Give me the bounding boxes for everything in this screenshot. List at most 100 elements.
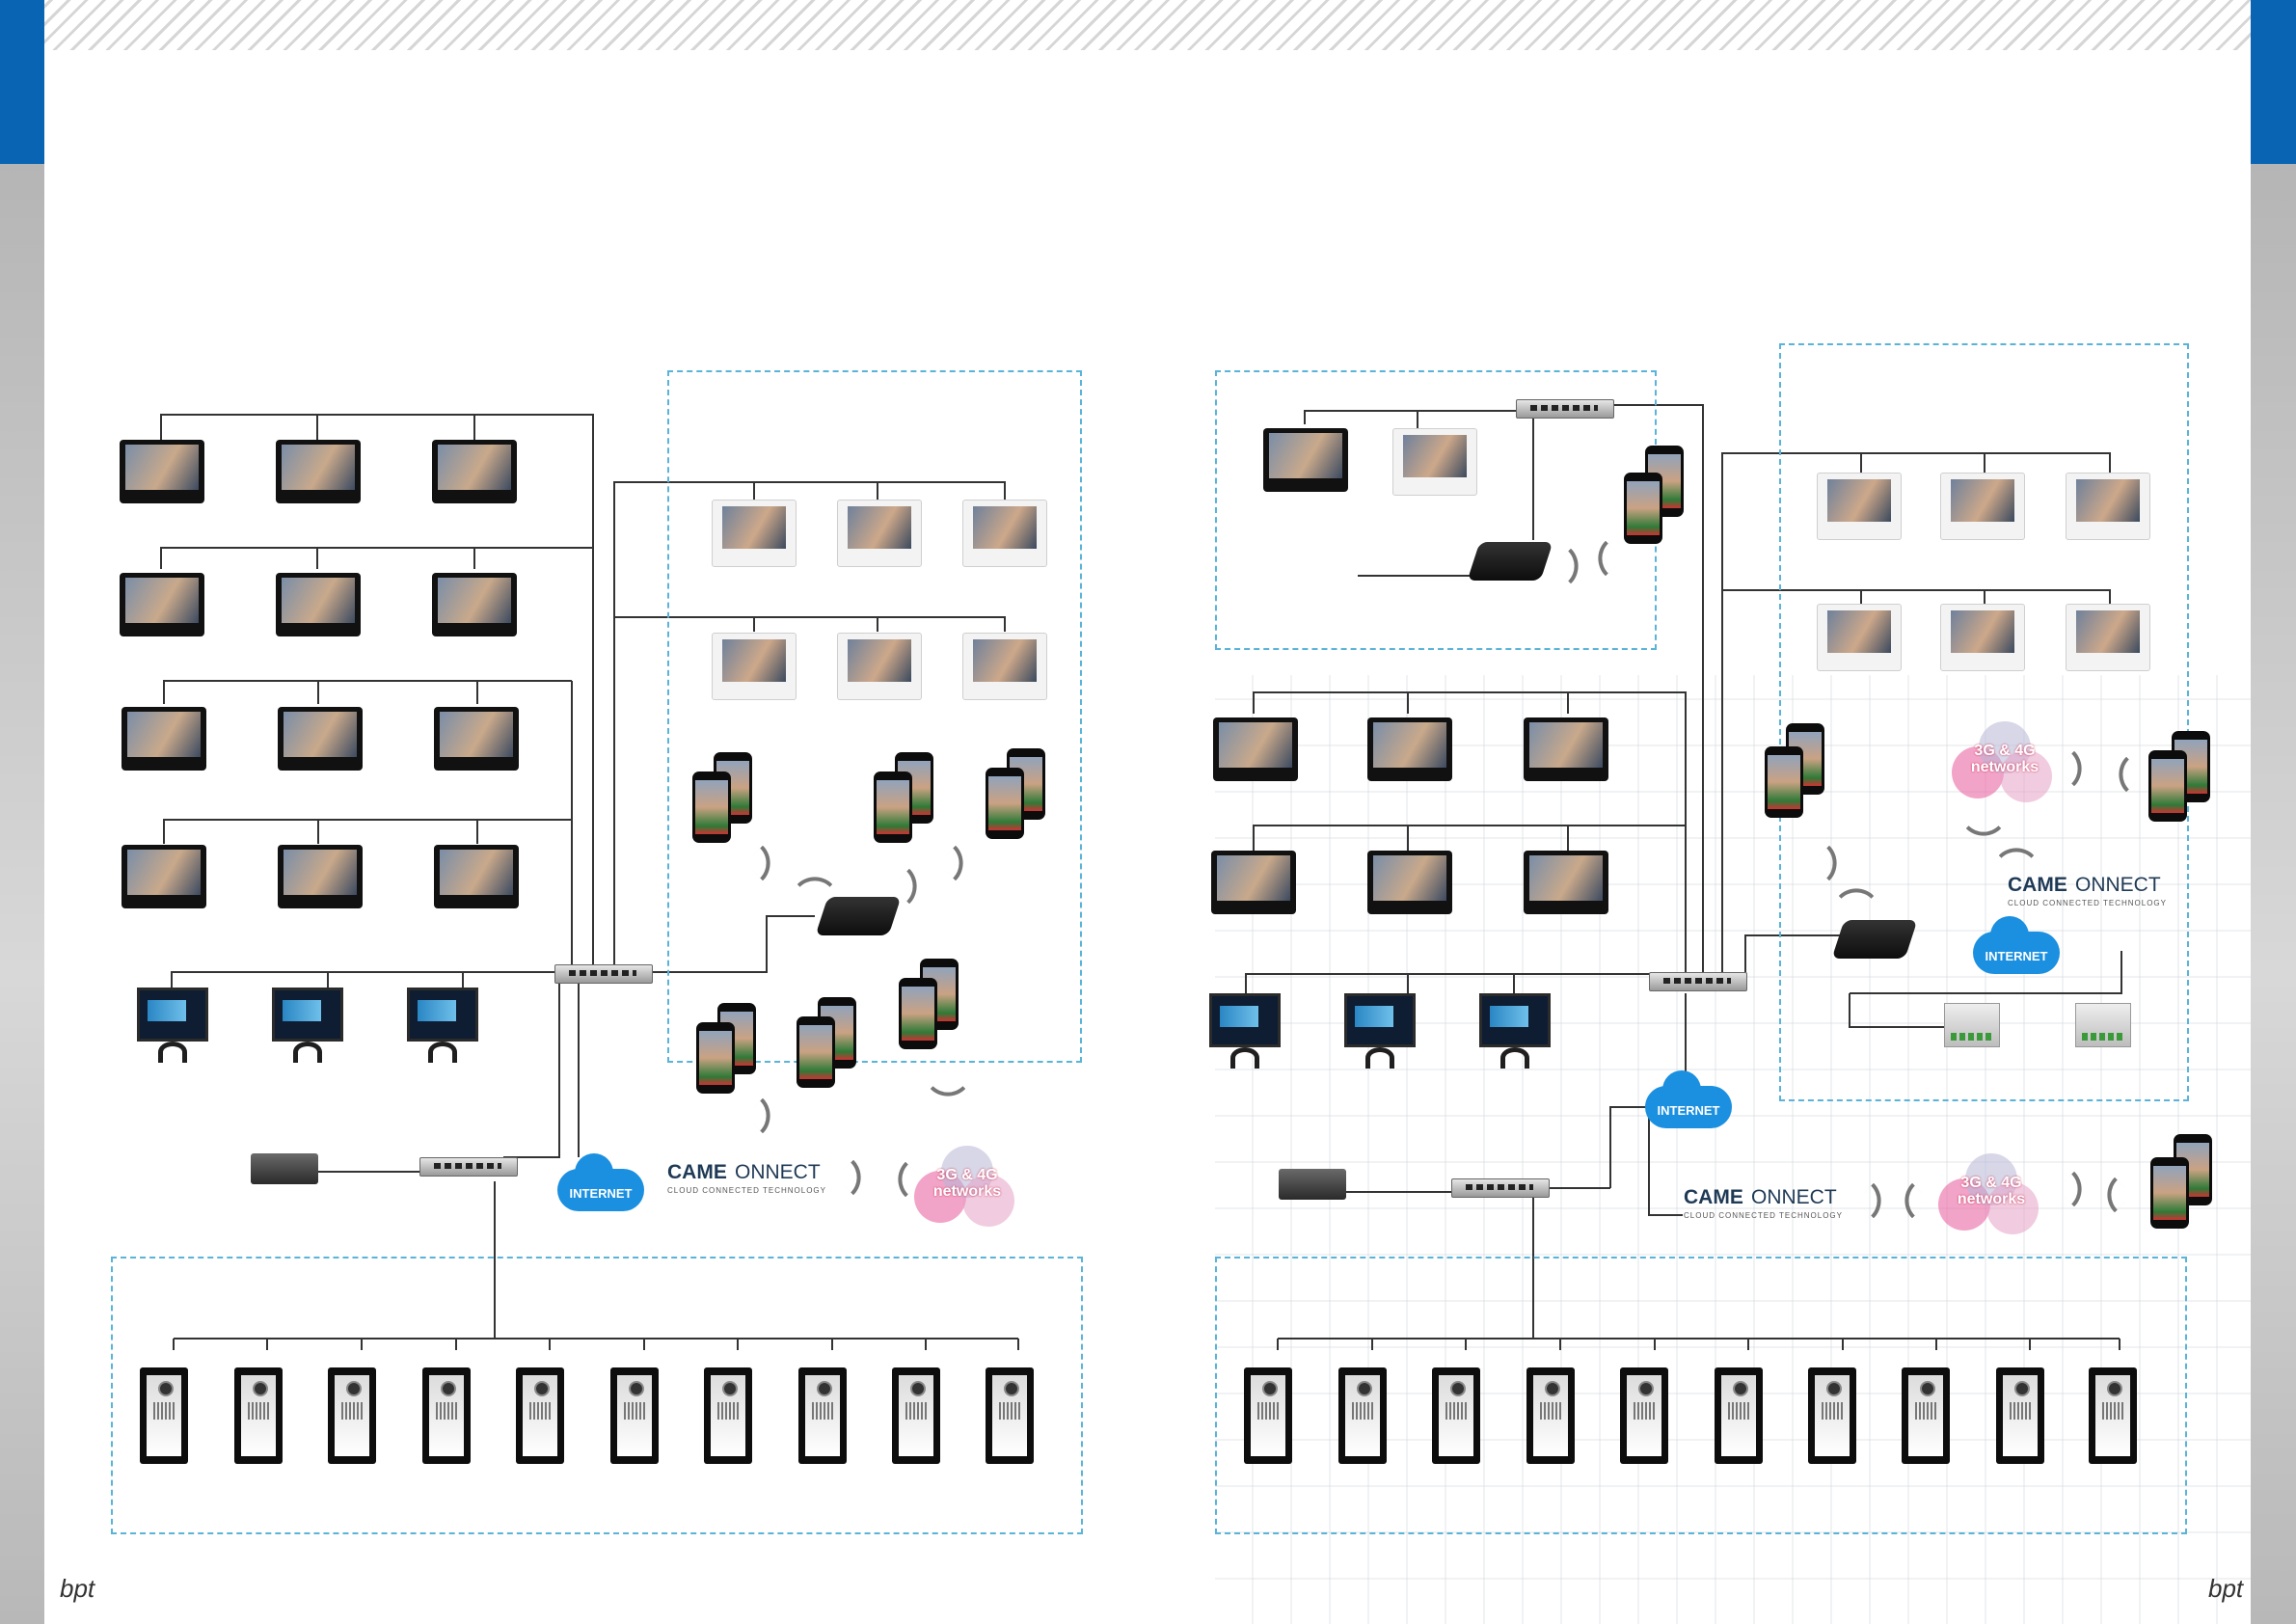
video-monitor-white	[1940, 473, 2025, 540]
door-entry-panel	[1244, 1367, 1292, 1464]
pc-workstation	[1475, 993, 1554, 1070]
video-monitor-white	[712, 500, 797, 567]
door-entry-panel	[1432, 1367, 1480, 1464]
bpt-logo-left: bpt	[60, 1574, 95, 1603]
left-blue-tab	[0, 0, 44, 164]
video-monitor-white	[837, 500, 922, 567]
smartphone	[986, 768, 1024, 839]
door-entry-panel	[140, 1367, 188, 1464]
door-entry-panel	[1996, 1367, 2044, 1464]
door-entry-panel	[892, 1367, 940, 1464]
video-monitor-black	[432, 573, 517, 636]
din-rail-module	[1944, 1003, 2000, 1047]
pc-workstation	[1205, 993, 1284, 1070]
video-monitor-black	[434, 707, 519, 771]
door-entry-panel	[1338, 1367, 1387, 1464]
mobile-network-badge: 3G & 4G networks	[1938, 1153, 2044, 1240]
door-entry-panel	[422, 1367, 471, 1464]
mobile-network-badge: 3G & 4G networks	[914, 1146, 1020, 1232]
smartphone	[2148, 750, 2187, 822]
pc-workstation	[1340, 993, 1419, 1070]
video-monitor-black	[1367, 717, 1452, 781]
internet-cloud: INTERNET	[1973, 916, 2060, 974]
door-entry-panel	[234, 1367, 283, 1464]
door-entry-panel	[798, 1367, 847, 1464]
network-switch	[419, 1157, 518, 1177]
door-entry-panel	[1715, 1367, 1763, 1464]
door-entry-panel	[1902, 1367, 1950, 1464]
video-monitor-white	[962, 633, 1047, 700]
internet-cloud: INTERNET	[1645, 1070, 1732, 1128]
door-entry-panel	[1526, 1367, 1575, 1464]
pc-workstation	[268, 988, 347, 1065]
video-monitor-white	[1817, 604, 1902, 671]
smartphone	[899, 978, 937, 1049]
door-entry-panel	[2089, 1367, 2137, 1464]
pc-workstation	[133, 988, 212, 1065]
video-monitor-black	[1263, 428, 1348, 492]
wifi-router	[1831, 920, 1918, 959]
video-monitor-black	[434, 845, 519, 908]
network-switch	[1516, 399, 1614, 419]
pc-workstation	[403, 988, 482, 1065]
left-page-edge	[0, 0, 44, 1624]
video-monitor-black	[278, 845, 363, 908]
entrance-zone-left	[111, 1257, 1083, 1534]
video-monitor-black	[276, 440, 361, 503]
video-monitor-white	[1940, 604, 2025, 671]
right-blue-tab	[2251, 0, 2296, 164]
video-recorder	[1279, 1169, 1346, 1200]
door-entry-panel	[986, 1367, 1034, 1464]
smartphone	[874, 771, 912, 843]
smartphone	[2150, 1157, 2189, 1229]
smartphone	[1624, 473, 1662, 544]
video-recorder	[251, 1153, 318, 1184]
video-monitor-black	[122, 707, 206, 771]
smartphone	[696, 1022, 735, 1094]
door-entry-panel	[1808, 1367, 1856, 1464]
apartment-zone-left	[667, 370, 1082, 1063]
smartphone	[797, 1016, 835, 1088]
video-monitor-white	[837, 633, 922, 700]
din-rail-module	[2075, 1003, 2131, 1047]
smartphone	[692, 771, 731, 843]
header-pattern	[0, 0, 2296, 50]
door-entry-panel	[704, 1367, 752, 1464]
network-switch	[554, 964, 653, 984]
smartphone	[1765, 746, 1803, 818]
video-monitor-black	[1211, 851, 1296, 914]
bpt-logo-right: bpt	[2208, 1574, 2244, 1603]
wifi-router	[1467, 542, 1553, 581]
network-switch	[1451, 1178, 1550, 1198]
video-monitor-black	[120, 573, 204, 636]
door-entry-panel	[610, 1367, 659, 1464]
video-monitor-white	[712, 633, 797, 700]
door-entry-panel	[516, 1367, 564, 1464]
entrance-zone-right	[1215, 1257, 2187, 1534]
video-monitor-white	[1392, 428, 1477, 496]
wifi-router	[815, 897, 902, 935]
video-monitor-black	[1367, 851, 1452, 914]
video-monitor-white	[2066, 473, 2150, 540]
video-monitor-white	[962, 500, 1047, 567]
right-page-edge	[2251, 0, 2296, 1624]
mobile-network-badge: 3G & 4G networks	[1952, 721, 2058, 808]
apartment-zone-right	[1779, 343, 2189, 1101]
internet-cloud: INTERNET	[557, 1153, 644, 1211]
video-monitor-black	[1524, 851, 1608, 914]
video-monitor-black	[1213, 717, 1298, 781]
video-monitor-black	[120, 440, 204, 503]
video-monitor-black	[432, 440, 517, 503]
video-monitor-white	[2066, 604, 2150, 671]
circuit-background	[1215, 675, 2251, 1624]
video-monitor-black	[278, 707, 363, 771]
door-entry-panel	[1620, 1367, 1668, 1464]
video-monitor-black	[276, 573, 361, 636]
door-entry-panel	[328, 1367, 376, 1464]
video-monitor-white	[1817, 473, 1902, 540]
network-switch	[1649, 972, 1747, 991]
